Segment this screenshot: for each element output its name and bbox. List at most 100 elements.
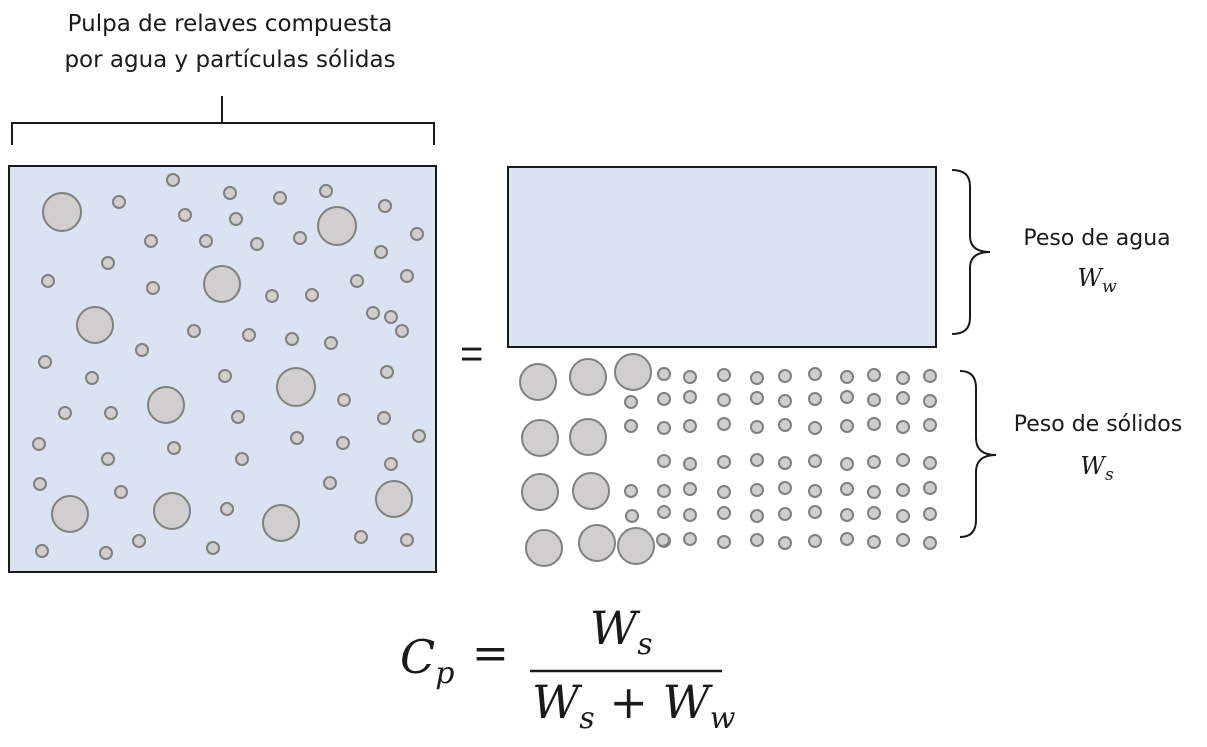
particle [400,533,414,547]
particle [624,419,638,433]
particle [808,454,822,468]
particle [41,274,55,288]
particle [840,457,854,471]
particle [384,310,398,324]
solids-brace [959,370,997,538]
particle [578,524,616,562]
particle [410,227,424,241]
particle [896,391,910,405]
particle [896,420,910,434]
particle [146,281,160,295]
particle [683,457,697,471]
formula-numerator: Ws [590,601,653,663]
particle [896,533,910,547]
particle [99,546,113,560]
particle [778,507,792,521]
particle [896,509,910,523]
particle [319,184,333,198]
particle [199,234,213,248]
particle [778,481,792,495]
particle [167,441,181,455]
particle [153,492,191,530]
particle [375,480,413,518]
particle [896,371,910,385]
particle [778,456,792,470]
particle [840,390,854,404]
pulp-bracket [11,96,435,145]
particle [867,393,881,407]
particle [923,507,937,521]
particle [657,421,671,435]
particle [203,265,241,303]
particle [85,371,99,385]
particle [104,406,118,420]
particle [625,509,639,523]
water-label: Peso de agua [1023,226,1171,251]
particle [840,532,854,546]
particle [231,410,245,424]
water-brace [951,169,991,335]
particle [42,192,82,232]
particle [38,355,52,369]
particle [324,336,338,350]
particle [717,535,731,549]
particle [147,386,185,424]
particle [569,418,607,456]
particle [101,256,115,270]
solids-symbol: Ws [1080,452,1114,485]
particle [808,421,822,435]
particle [683,419,697,433]
particle [717,485,731,499]
particle [683,370,697,384]
formula-denominator: Ws + Ww [532,675,736,737]
particle [867,417,881,431]
particle [717,417,731,431]
particle [101,452,115,466]
particle [750,420,764,434]
particle [657,484,671,498]
particle [683,508,697,522]
particle [808,505,822,519]
particle [657,454,671,468]
particle [896,483,910,497]
particle [572,472,610,510]
particle [378,199,392,213]
particle [808,534,822,548]
particle [683,532,697,546]
particle [750,391,764,405]
pulp-title-line1: Pulpa de relaves compuesta [67,11,393,37]
particle [923,369,937,383]
particle [135,343,149,357]
particle [750,509,764,523]
particle [840,482,854,496]
particle [35,544,49,558]
particle [717,393,731,407]
particle [366,306,380,320]
particle [337,393,351,407]
particle [624,484,638,498]
particle [778,394,792,408]
particle [683,390,697,404]
particle [262,504,300,542]
particle [867,485,881,499]
particle [166,173,180,187]
particle [569,358,607,396]
particle [923,481,937,495]
particle [285,332,299,346]
particle [657,392,671,406]
particle [923,536,937,550]
particle [220,502,234,516]
particle [112,195,126,209]
pulp-title-line2: por agua y partículas sólidas [64,47,396,73]
particle [923,394,937,408]
particle [657,367,671,381]
particle [276,367,316,407]
particle [717,455,731,469]
particle [717,506,731,520]
particle [521,419,559,457]
particle [521,473,559,511]
particle [290,431,304,445]
particle [114,485,128,499]
particle [750,483,764,497]
particle [187,324,201,338]
